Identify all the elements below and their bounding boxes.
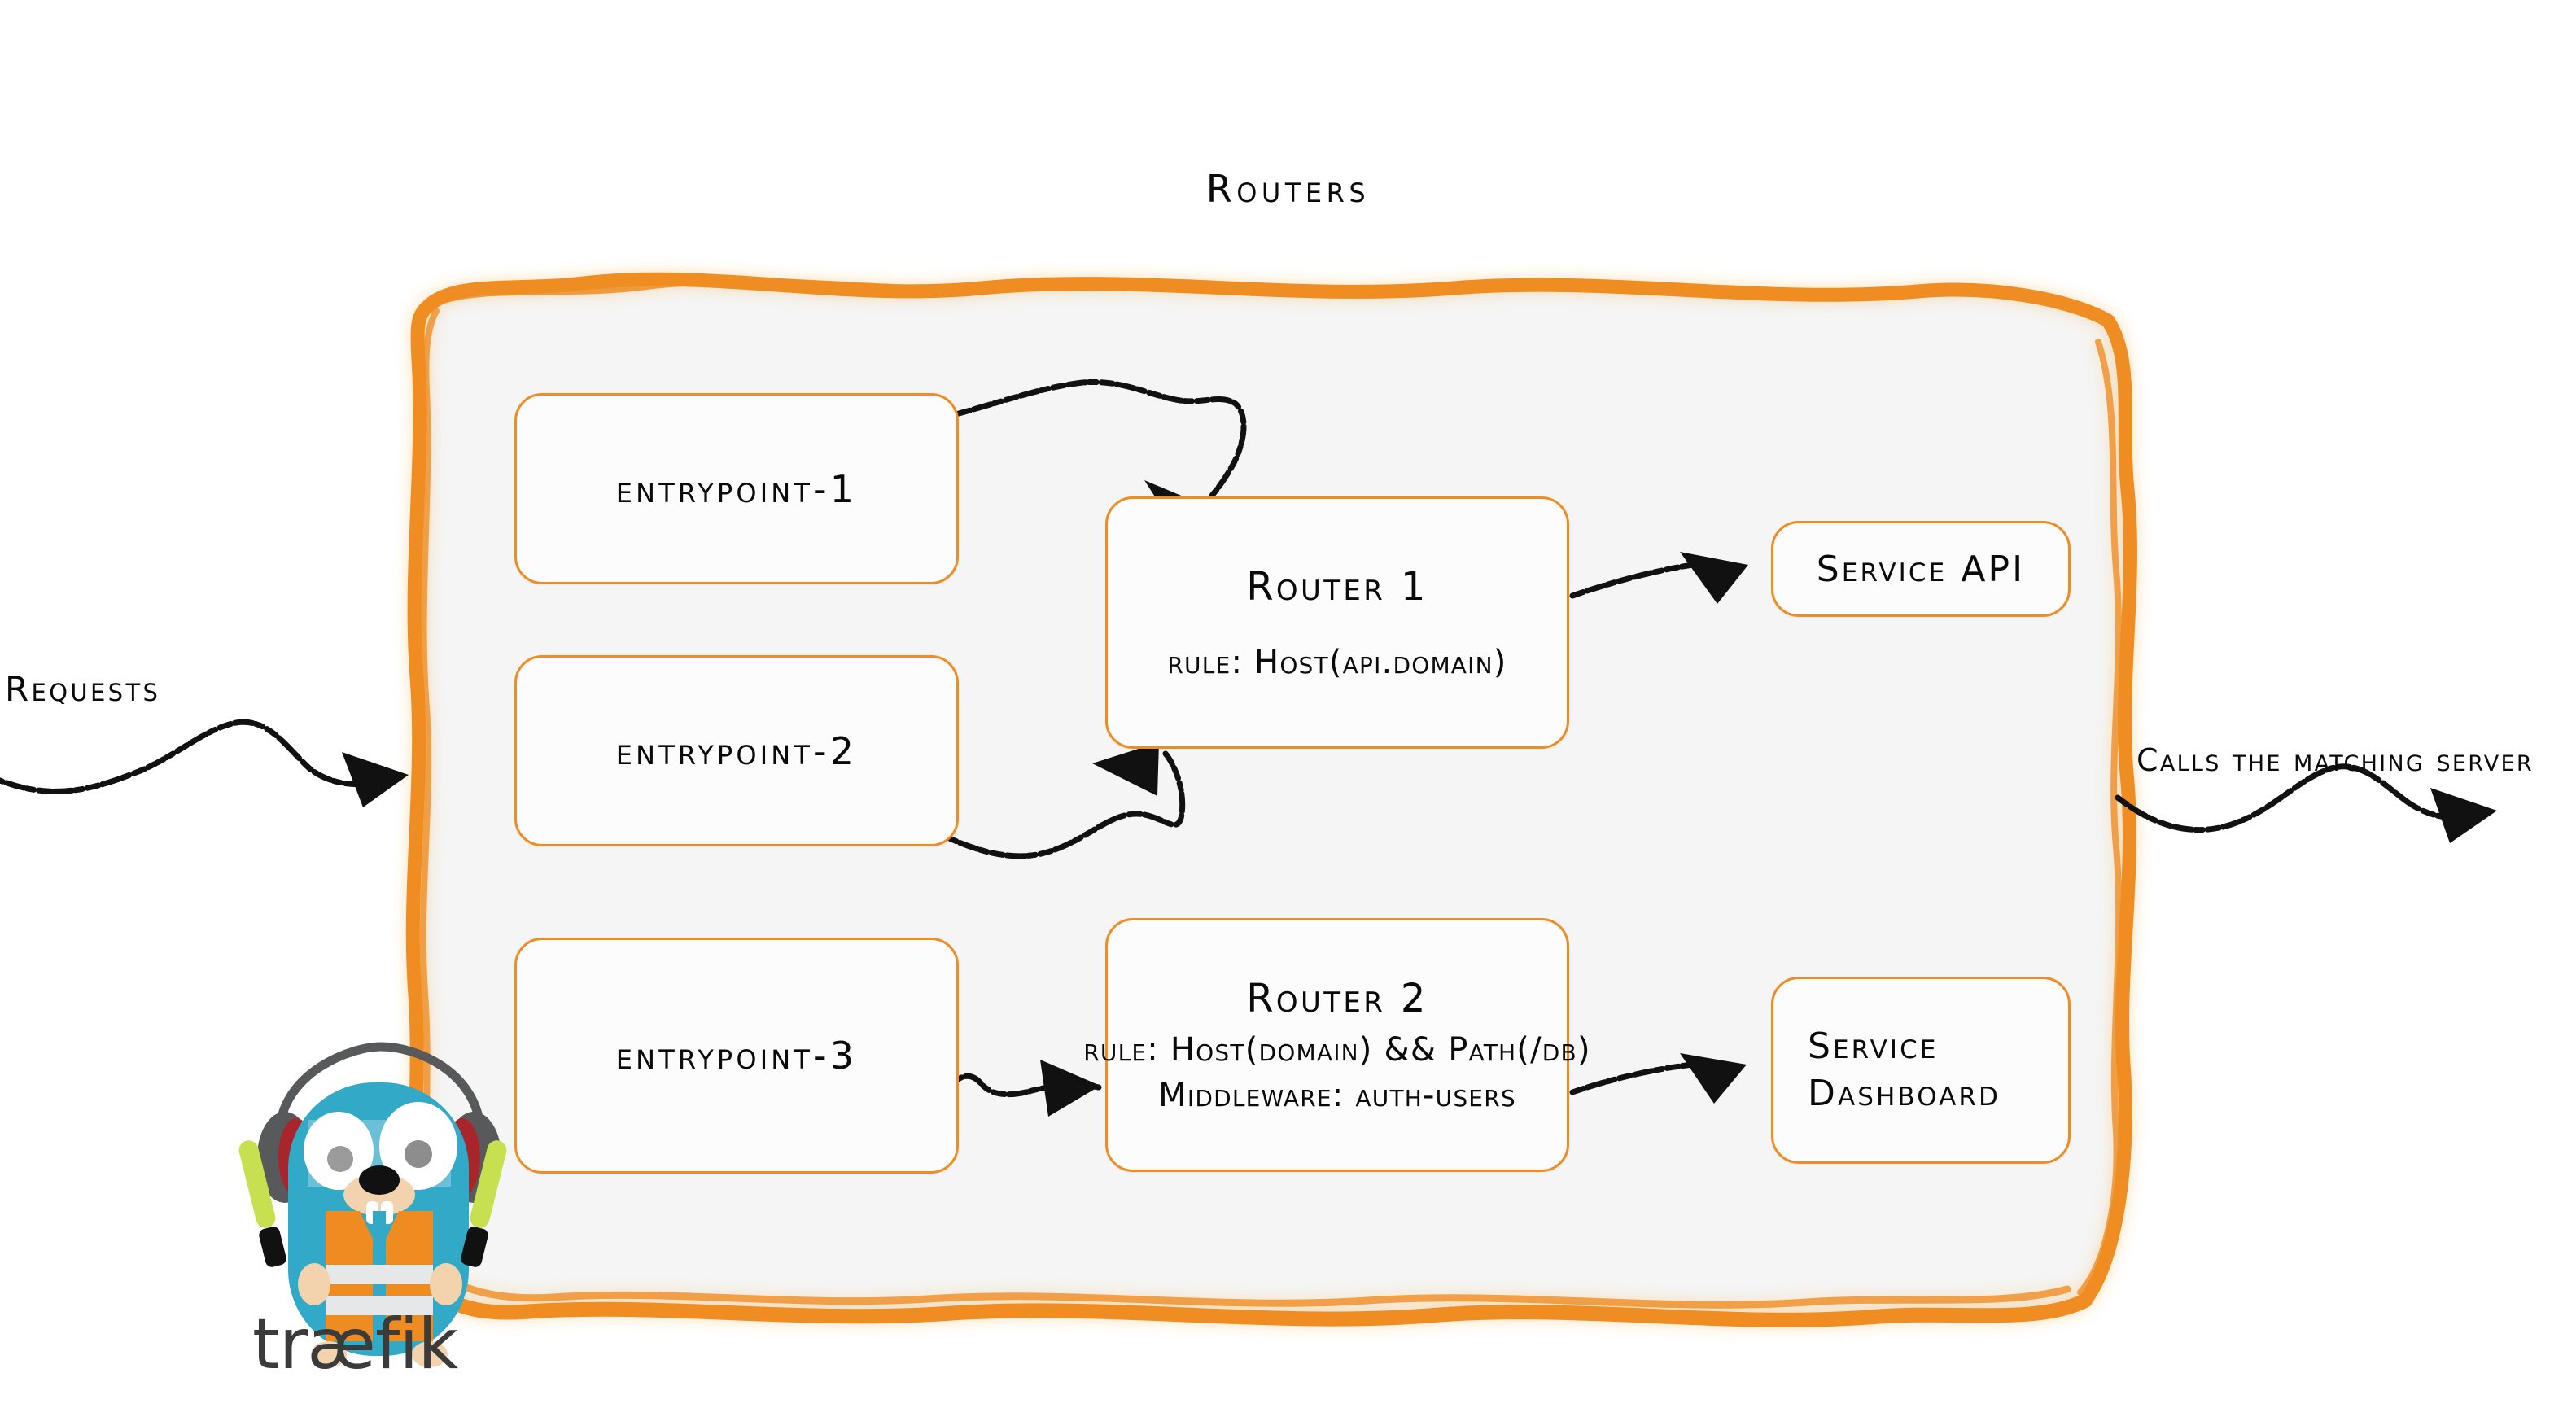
arrow-ep3-router2 [949,1073,1102,1098]
node-router-2[interactable]: Router 2 rule: Host(domain) && Path(/db)… [1083,918,1590,1172]
router-2-middleware: Middleware: auth-users [1158,1077,1516,1114]
entrypoint-3-label: entrypoint-3 [615,1034,858,1078]
arrow-router1-serviceapi [1569,561,1737,599]
arrow-router2-servicedashboard [1569,1060,1735,1095]
node-entrypoint-1[interactable]: entrypoint-1 [514,393,959,584]
router-2-name: Router 2 [1246,976,1428,1021]
entrypoint-2-label: entrypoint-2 [615,728,858,773]
node-service-api[interactable]: Service API [1771,521,2071,617]
traefik-wordmark-text: træfik [252,1304,458,1385]
traefik-wordmark: træfik [252,1304,496,1393]
service-api-label: Service API [1816,548,2026,590]
node-service-dashboard[interactable]: Service Dashboard [1771,977,2071,1164]
arrow-requests-in [0,719,404,794]
service-dashboard-line-2: Dashboard [1808,1073,2001,1114]
arrow-ep1-router1 [956,378,1247,509]
label-requests: Requests [5,669,161,709]
light-baton-right [461,1140,507,1267]
node-entrypoint-3[interactable]: entrypoint-3 [514,938,959,1174]
page-title: Routers [1205,167,1371,211]
node-entrypoint-2[interactable]: entrypoint-2 [514,655,959,846]
router-1-name: Router 1 [1246,564,1428,610]
traefik-gopher-mascot [238,1042,507,1367]
light-baton-left [238,1140,286,1267]
service-dashboard-line-1: Service [1808,1025,1939,1067]
label-calls-matching-server: Calls the matching server [2136,742,2534,778]
router-1-rule: rule: Host(api.domain) [1167,644,1507,681]
node-router-1[interactable]: Router 1 rule: Host(api.domain) [1105,496,1569,749]
entrypoint-1-label: entrypoint-1 [615,466,858,511]
arrow-ep2-router1 [942,750,1186,859]
router-2-rule: rule: Host(domain) && Path(/db) [1083,1031,1591,1069]
